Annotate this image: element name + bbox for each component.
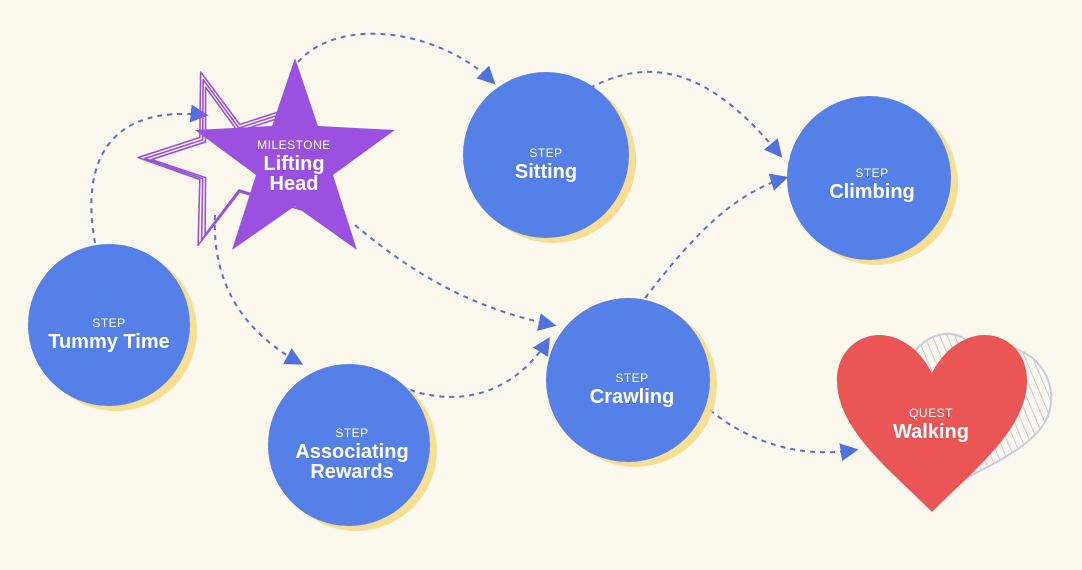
node-circle	[463, 72, 629, 238]
heart-shape	[836, 334, 1028, 512]
edges	[90, 32, 859, 462]
node-circle	[546, 298, 710, 462]
edge-lifting-head-to-associating-rewards	[213, 214, 304, 365]
node-circle	[28, 244, 190, 406]
node-walking	[836, 332, 1053, 512]
edge-associating-rewards-to-crawling	[409, 336, 550, 398]
edge-tummy-time-to-lifting-head	[90, 104, 209, 244]
star-shape	[195, 58, 395, 250]
node-climbing	[787, 96, 958, 265]
edge-crawling-to-walking	[709, 409, 859, 462]
node-crawling	[546, 298, 717, 467]
node-tummy-time	[28, 244, 197, 411]
edge-lifting-head-to-crawling	[354, 224, 557, 331]
edge-crawling-to-climbing	[644, 173, 789, 299]
node-sitting	[463, 72, 636, 243]
node-circle	[268, 364, 430, 526]
node-circle	[787, 96, 951, 260]
node-lifting-head	[137, 58, 395, 250]
edge-sitting-to-climbing	[589, 70, 783, 158]
edge-lifting-head-to-sitting	[297, 32, 496, 85]
node-associating-rewards	[268, 364, 437, 531]
